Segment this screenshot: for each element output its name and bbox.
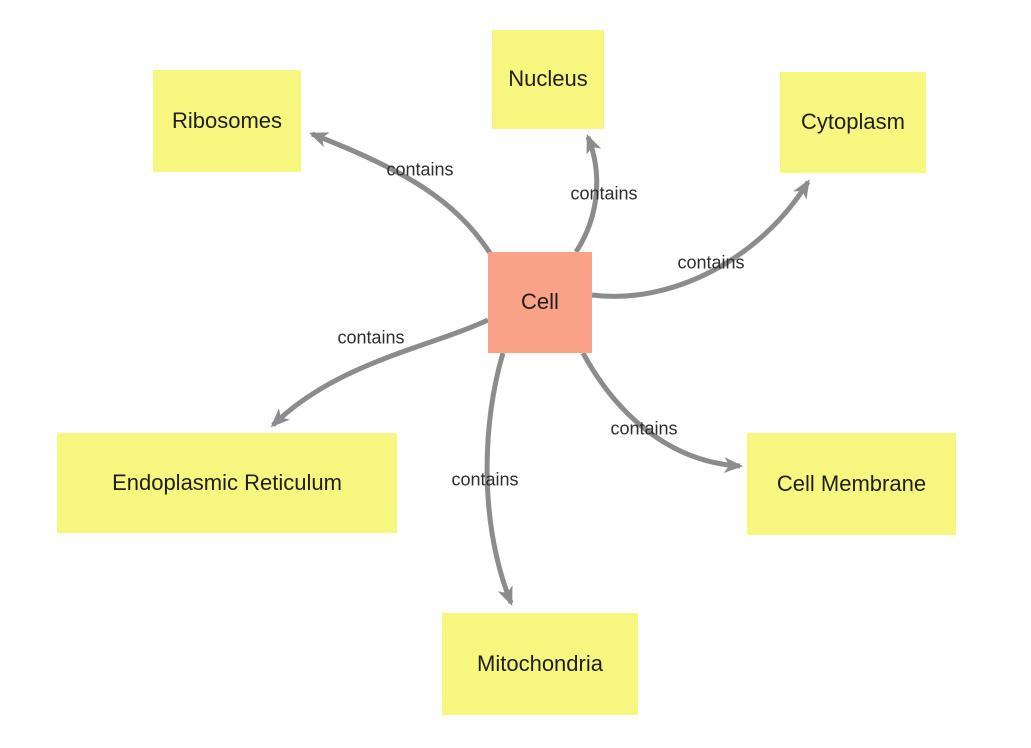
edge-cell-to-cell-membrane: [580, 351, 744, 474]
node-endoplasmic-reticulum-label: Endoplasmic Reticulum: [112, 469, 342, 495]
node-cell-membrane-label: Cell Membrane: [776, 470, 927, 496]
edge-label-ribosomes: contains: [386, 159, 454, 180]
node-cytoplasm-label: Cytoplasm: [801, 109, 905, 135]
node-ribosomes[interactable]: Ribosomes: [153, 70, 301, 172]
node-nucleus[interactable]: Nucleus: [492, 30, 604, 129]
node-mitochondria-label: Mitochondria: [477, 650, 603, 676]
edge-cell-to-ribosomes: [309, 131, 493, 255]
edge-label-nucleus: contains: [570, 183, 638, 204]
edge-label-endoplasmic-reticulum: contains: [337, 327, 405, 348]
node-cytoplasm[interactable]: Cytoplasm: [780, 72, 926, 173]
node-mitochondria[interactable]: Mitochondria: [442, 613, 638, 715]
edge-label-mitochondria: contains: [451, 469, 519, 490]
node-cell[interactable]: Cell: [488, 252, 592, 353]
node-cell-label: Cell: [521, 289, 559, 315]
edge-label-cell-membrane: contains: [610, 418, 678, 439]
node-ribosomes-label: Ribosomes: [171, 107, 283, 133]
node-cell-membrane[interactable]: Cell Membrane: [747, 433, 956, 535]
edge-label-cytoplasm: contains: [677, 252, 745, 273]
node-nucleus-label: Nucleus: [508, 66, 588, 92]
node-endoplasmic-reticulum[interactable]: Endoplasmic Reticulum: [57, 433, 397, 533]
